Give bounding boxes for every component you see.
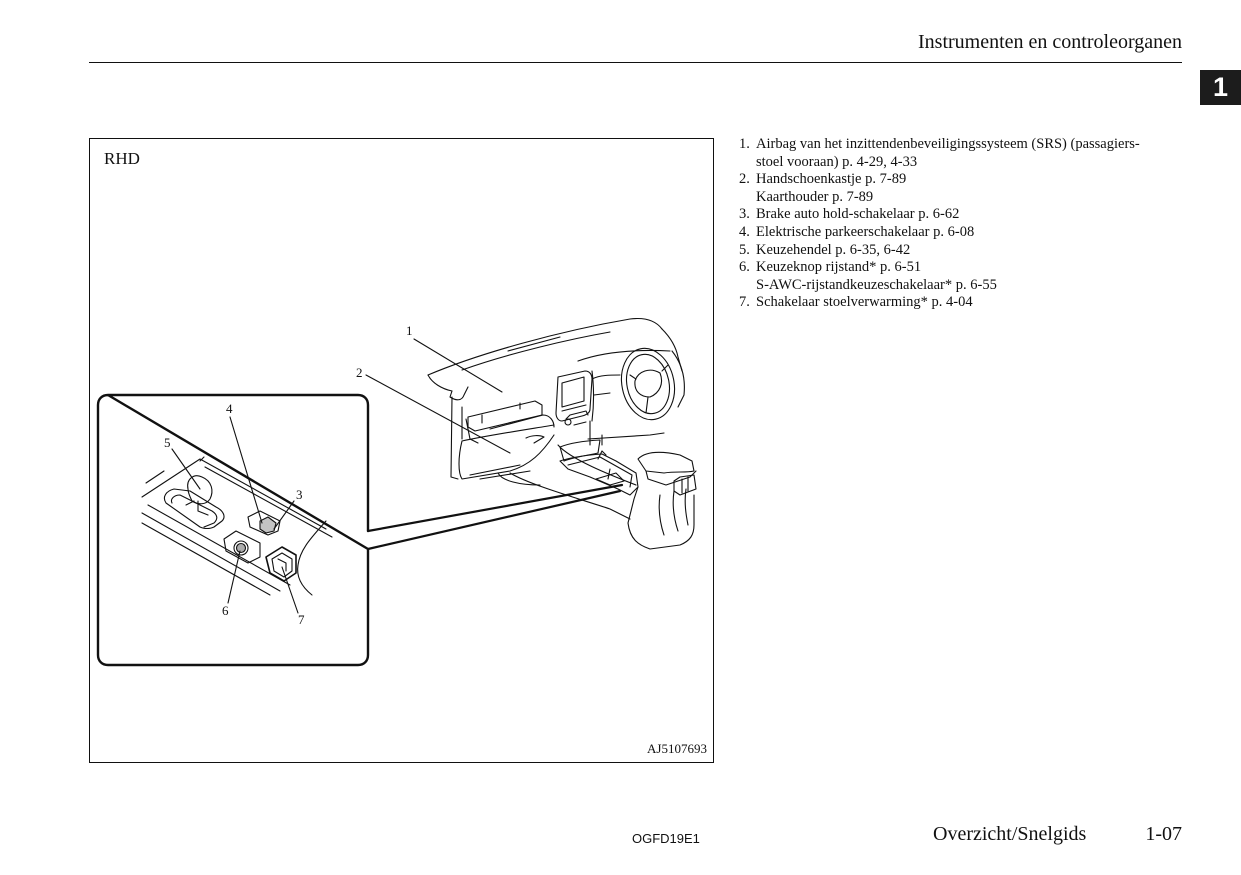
legend-item: 5. Keuzehendel p. 6-35, 6-42 <box>739 242 1179 260</box>
legend-number: 3. <box>739 206 750 223</box>
legend-text: stoel vooraan) p. 4-29, 4-33 <box>756 153 918 170</box>
inset-connector-top <box>366 483 624 533</box>
callout-3: 3 <box>296 487 303 502</box>
legend-item: 3. Brake auto hold-schakelaar p. 6-62 <box>739 206 1179 224</box>
inset-detail <box>96 393 370 667</box>
legend-text: Brake auto hold-schakelaar p. 6-62 <box>756 206 960 223</box>
legend-item: 1. Airbag van het inzittendenbeveiliging… <box>739 136 1179 171</box>
callout-1: 1 <box>406 323 413 338</box>
dashboard-illustration: 1 2 4 5 3 6 7 <box>96 317 697 667</box>
chapter-tab[interactable]: 1 <box>1200 70 1241 105</box>
legend-number: 4. <box>739 223 750 240</box>
legend-item: 4. Elektrische parkeerschakelaar p. 6-08 <box>739 224 1179 242</box>
header-divider <box>89 62 1182 63</box>
legend-number: 5. <box>739 241 750 258</box>
callout-7: 7 <box>298 612 305 627</box>
leader-line-2 <box>365 374 511 454</box>
legend-text: Handschoenkastje p. 7-89 <box>756 171 907 188</box>
legend-text: Schakelaar stoelverwarming* p. 4-04 <box>756 294 973 311</box>
callout-4: 4 <box>226 401 233 416</box>
page-number: 1-07 <box>1145 823 1182 845</box>
footer-section-title: Overzicht/Snelgids <box>933 823 1087 845</box>
component-legend: 1. Airbag van het inzittendenbeveiliging… <box>739 136 1179 312</box>
callout-5: 5 <box>164 435 171 450</box>
leader-line-4 <box>229 416 263 524</box>
callout-2: 2 <box>356 365 363 380</box>
leader-line-5 <box>171 448 201 490</box>
leader-line-1 <box>413 338 503 393</box>
figure-code: AJ5107693 <box>647 741 707 756</box>
callout-6: 6 <box>222 603 229 618</box>
legend-text: Keuzehendel p. 6-35, 6-42 <box>756 241 911 258</box>
legend-item: 2. Handschoenkastje p. 7-89 Kaarthouder … <box>739 171 1179 206</box>
legend-number: 1. <box>739 136 750 152</box>
figure-variant-label: RHD <box>104 149 140 168</box>
legend-text: Kaarthouder p. 7-89 <box>756 188 874 205</box>
legend-text: Airbag van het inzittendenbeveiligingssy… <box>756 136 1140 152</box>
legend-number: 7. <box>739 294 750 311</box>
legend-item: 7. Schakelaar stoelverwarming* p. 4-04 <box>739 294 1179 312</box>
legend-number: 6. <box>739 259 750 276</box>
dashboard-outline <box>427 317 685 486</box>
inset-connector-bottom <box>366 489 622 551</box>
legend-text: Elektrische parkeerschakelaar p. 6-08 <box>756 223 975 240</box>
center-console <box>509 439 697 550</box>
legend-number: 2. <box>739 171 750 188</box>
legend-text: Keuzeknop rijstand* p. 6-51 <box>756 259 922 276</box>
legend-item: 6. Keuzeknop rijstand* p. 6-51 S-AWC-rij… <box>739 259 1179 294</box>
running-header-title: Instrumenten en controleorganen <box>918 31 1182 53</box>
footer-doc-code: OGFD19E1 <box>632 831 700 846</box>
leader-line-7 <box>281 566 299 614</box>
legend-text: S-AWC-rijstandkeuzeschakelaar* p. 6-55 <box>756 276 997 293</box>
figure-frame: 1 2 4 5 3 6 7 RHD AJ5107693 <box>89 138 714 763</box>
leader-line-6 <box>227 550 241 604</box>
leader-line-3 <box>273 500 295 530</box>
